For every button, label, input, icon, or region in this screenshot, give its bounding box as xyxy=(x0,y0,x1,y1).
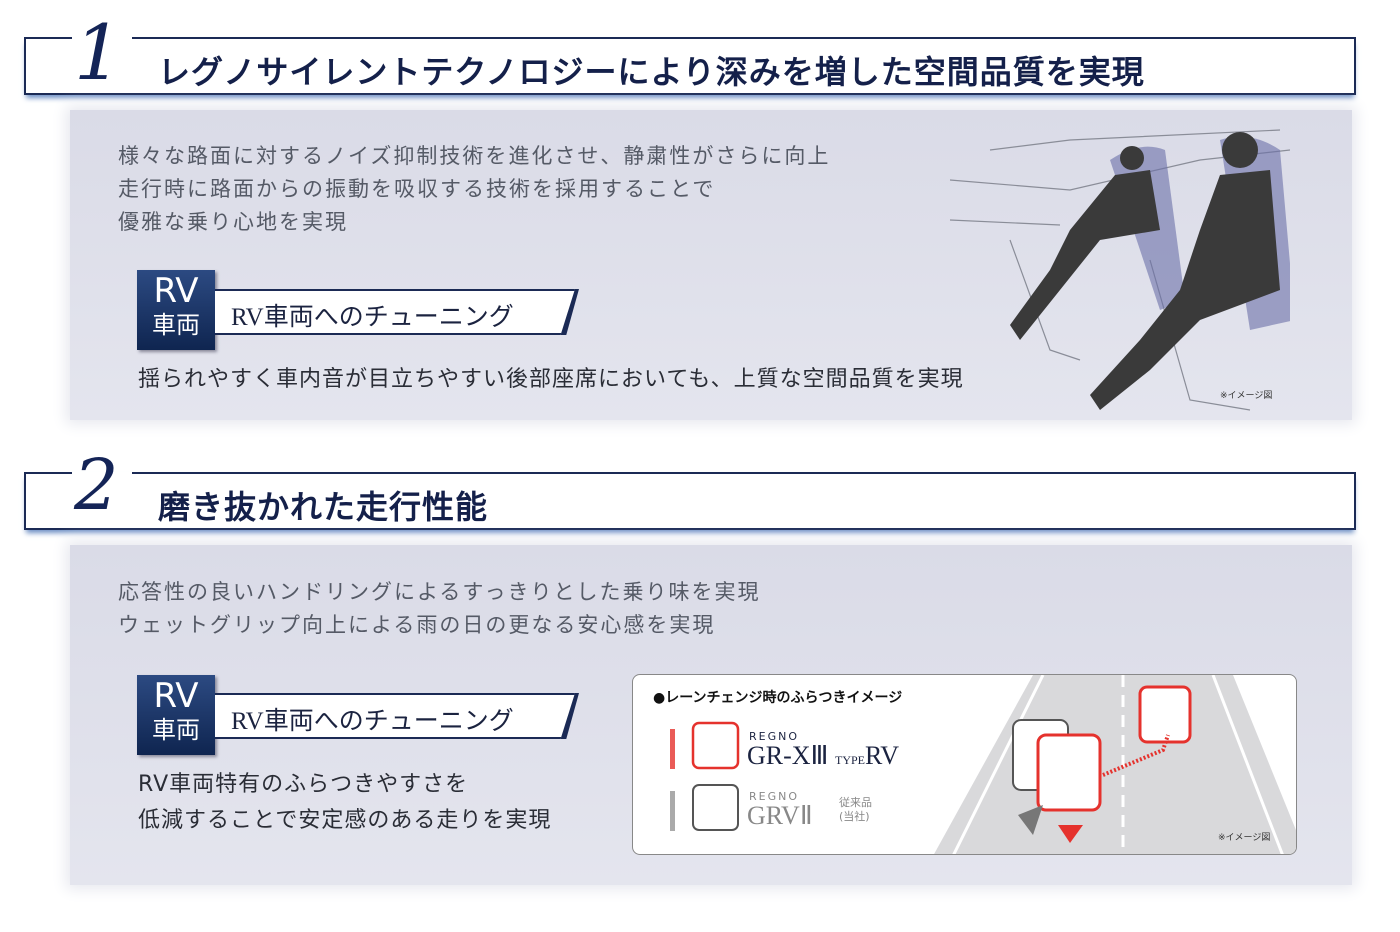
section-body: 様々な路面に対するノイズ抑制技術を進化させ、静粛性がさらに向上 走行時に路面から… xyxy=(118,140,830,239)
image-note: ※イメージ図 xyxy=(1220,391,1273,401)
section-number: 2 xyxy=(74,444,119,526)
product-1-name: GR-XⅢ TYPERV xyxy=(747,741,900,770)
red-car-icon xyxy=(1036,733,1102,812)
section-body: 応答性の良いハンドリングによるすっきりとした乗り味を実現 ウェットグリップ向上に… xyxy=(118,576,761,642)
product-2-name: GRVⅡ xyxy=(747,801,813,830)
section-title: 磨き抜かれた走行性能 xyxy=(158,489,489,525)
lane-change-figure: ●レーンチェンジ時のふらつきイメージ REGNO GR-XⅢ TYPERV RE… xyxy=(632,674,1297,855)
sentence-line: RV車両特有のふらつきやすさを xyxy=(138,772,469,797)
section-1-header: 1 レグノサイレントテクノロジーにより深みを増した空間品質を実現 xyxy=(24,15,1356,95)
body-line: 優雅な乗り心地を実現 xyxy=(118,210,348,234)
lane-figure-title: ●レーンチェンジ時のふらつきイメージ xyxy=(653,690,903,706)
image-note: ※イメージ図 xyxy=(1218,833,1271,843)
section-2-header: 2 磨き抜かれた走行性能 xyxy=(24,450,1356,530)
section-sentence: 揺られやすく車内音が目立ちやすい後部座席においても、上質な空間品質を実現 xyxy=(138,367,964,392)
sentence-line: 低減することで安定感のある走りを実現 xyxy=(138,808,552,833)
tuning-label: RV車両へのチューニング xyxy=(215,289,575,335)
section-title: レグノサイレントテクノロジーにより深みを増した空間品質を実現 xyxy=(158,54,1145,90)
product-2-note: 従来品(当社) xyxy=(839,796,872,823)
rear-seat-illustration xyxy=(950,129,1290,411)
body-line: 走行時に路面からの振動を吸収する技術を採用することで xyxy=(118,177,716,201)
body-line: 様々な路面に対するノイズ抑制技術を進化させ、静粛性がさらに向上 xyxy=(118,144,831,168)
product-2-brand: REGNO xyxy=(749,790,800,803)
body-line: ウェットグリップ向上による雨の日の更なる安心感を実現 xyxy=(118,613,716,637)
regno-gr-x3-car-icon xyxy=(691,721,740,770)
regno-grv2-car-icon xyxy=(692,784,739,831)
section-number: 1 xyxy=(74,8,123,97)
section-sentence: RV車両特有のふらつきやすさを 低減することで安定感のある走りを実現 xyxy=(138,767,551,839)
body-line: 応答性の良いハンドリングによるすっきりとした乗り味を実現 xyxy=(118,580,761,604)
tuning-label: RV車両へのチューニング xyxy=(215,693,575,739)
section-2-panel: 応答性の良いハンドリングによるすっきりとした乗り味を実現 ウェットグリップ向上に… xyxy=(70,545,1352,885)
lane-diagram xyxy=(670,675,1296,854)
section-1-panel: 様々な路面に対するノイズ抑制技術を進化させ、静粛性がさらに向上 走行時に路面から… xyxy=(70,110,1352,420)
product-1-brand: REGNO xyxy=(749,730,800,743)
